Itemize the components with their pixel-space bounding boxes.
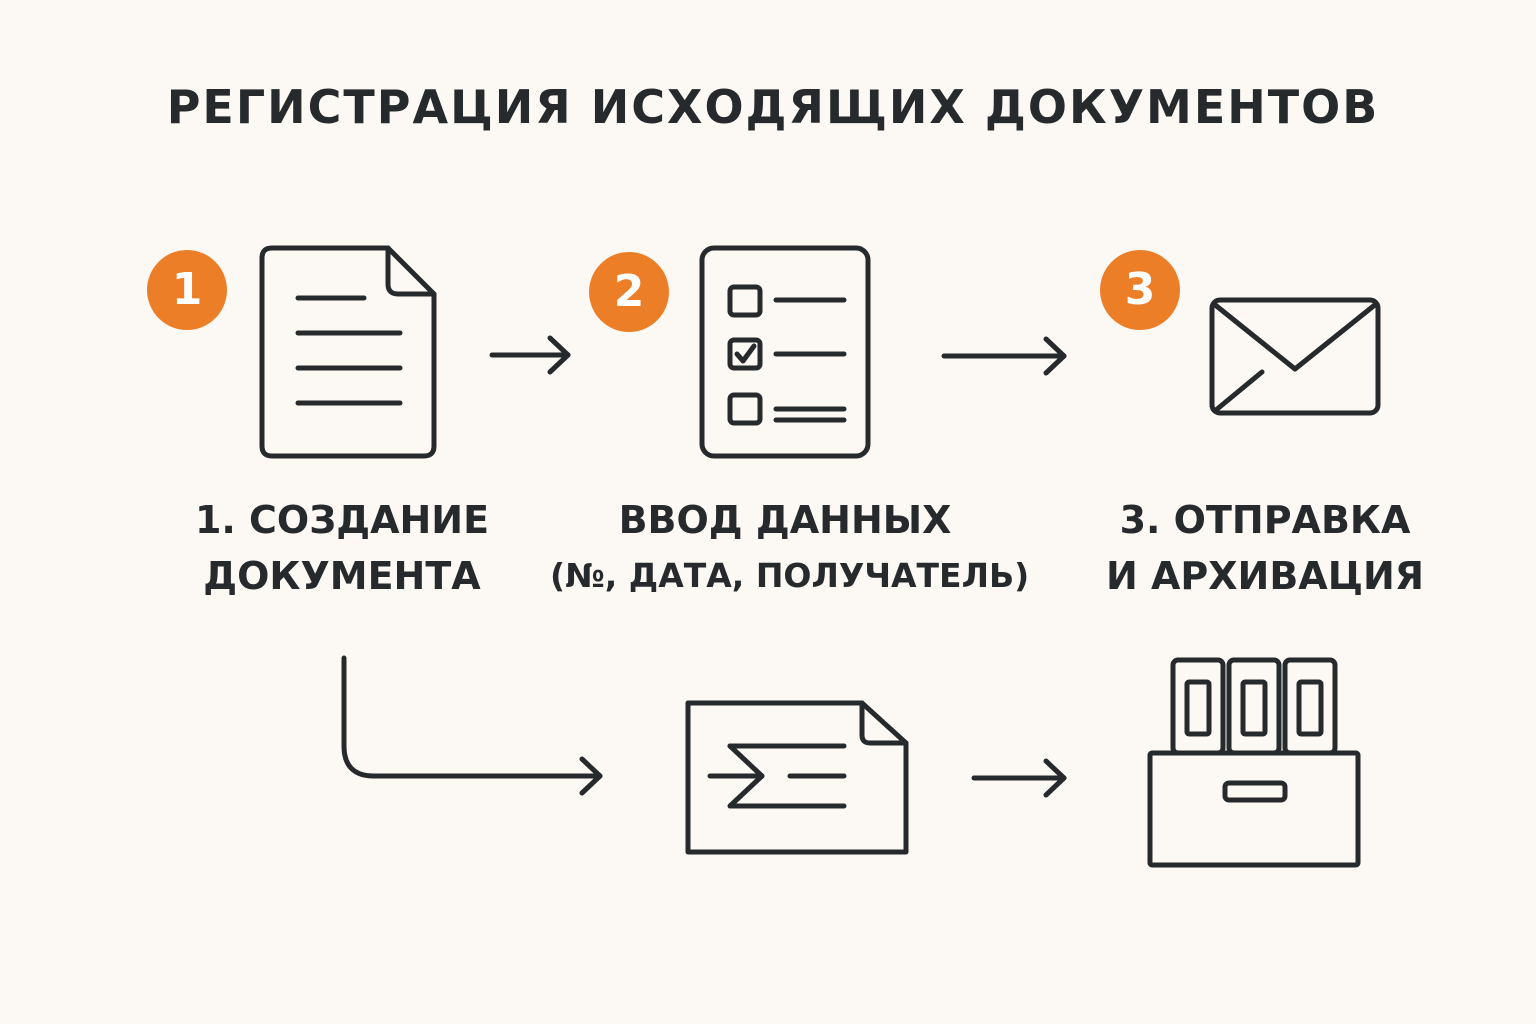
connector-arrow [341, 655, 603, 796]
document-icon [259, 245, 437, 459]
checklist-icon [699, 245, 871, 459]
step-1-label: 1. СОЗДАНИЕ ДОКУМЕНТА [182, 492, 502, 604]
step-2-label: ВВОД ДАННЫХ (№, ДАТА, ПОЛУЧАТЕЛЬ) [550, 492, 1030, 604]
page-title: РЕГИСТРАЦИЯ ИСХОДЯЩИХ ДОКУМЕНТОВ [166, 80, 1380, 134]
archive-box-icon [1147, 657, 1361, 868]
step-1-label-line2: ДОКУМЕНТА [203, 554, 481, 598]
arrow-right-icon [971, 758, 1067, 798]
arrow-right-icon [489, 335, 571, 375]
step-3-label: 3. ОТПРАВКА И АРХИВАЦИЯ [1090, 492, 1440, 604]
step-2-label-line1: ВВОД ДАННЫХ [618, 498, 952, 542]
step-1-label-line1: 1. СОЗДАНИЕ [194, 498, 490, 542]
outgoing-document-icon [685, 700, 909, 855]
envelope-icon [1209, 297, 1381, 416]
step-2-badge: 2 [589, 252, 669, 332]
step-3-label-line1: 3. ОТПРАВКА [1119, 498, 1411, 542]
step-3-badge: 3 [1100, 250, 1180, 330]
step-3-label-line2: И АРХИВАЦИЯ [1105, 554, 1425, 598]
arrow-right-icon [941, 336, 1067, 376]
step-2-label-line2: (№, ДАТА, ПОЛУЧАТЕЛЬ) [550, 556, 1030, 595]
step-1-badge: 1 [147, 250, 227, 330]
